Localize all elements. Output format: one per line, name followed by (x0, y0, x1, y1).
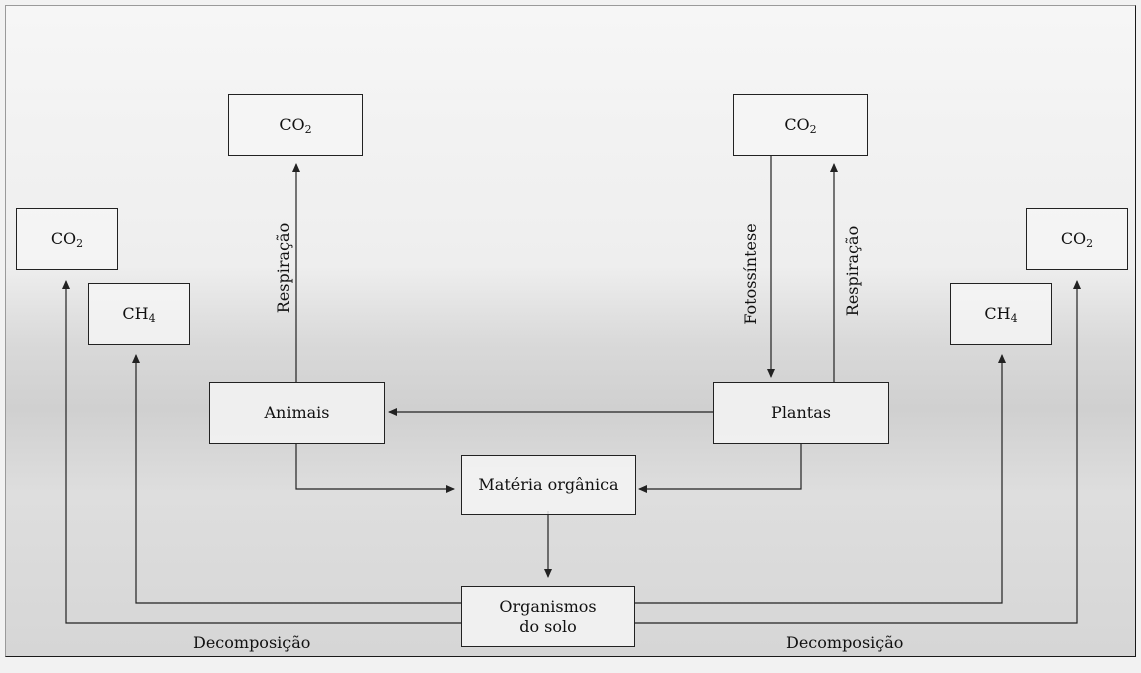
arrow-decomp-ch4-left (132, 354, 461, 604)
co2-right-box: CO2 (1026, 208, 1128, 270)
label-respiracao-plant: Respiração (843, 225, 862, 317)
co2-plant-text: CO2 (784, 115, 817, 136)
arrow-decomp-ch4-right (635, 354, 1006, 604)
label-decomposicao-right: Decomposição (786, 633, 904, 652)
ch4-right-text: CH4 (984, 304, 1018, 325)
organismos-do-solo-text: Organismos do solo (499, 596, 597, 636)
connector-layer (62, 156, 1081, 624)
co2-animal-box: CO2 (228, 94, 363, 156)
arrow-decomp-co2-right (635, 280, 1081, 624)
plantas-text: Plantas (771, 403, 831, 422)
arrow-decomp-co2-left (62, 280, 461, 624)
plantas-box: Plantas (713, 382, 889, 444)
arrow-plantas-materia (638, 443, 802, 493)
label-decomposicao-left: Decomposição (193, 633, 311, 652)
co2-animal-text: CO2 (279, 115, 312, 136)
co2-left-box: CO2 (16, 208, 118, 270)
arrow-animais-materia (295, 443, 455, 493)
label-respiracao-animal: Respiração (274, 222, 293, 314)
organismos-do-solo-box: Organismos do solo (461, 586, 635, 647)
materia-organica-box: Matéria orgânica (461, 455, 636, 515)
co2-left-text: CO2 (50, 229, 84, 250)
ch4-left-box: CH4 (88, 283, 190, 345)
co2-plant-box: CO2 (733, 94, 868, 156)
diagram-frame: CO2 CO2 CO2 CO2 CH4 CH4 Animais Plantas … (5, 5, 1136, 657)
animais-text: Animais (264, 403, 330, 422)
label-fotossintese: Fotossíntese (741, 223, 760, 325)
ch4-left-text: CH4 (122, 304, 156, 325)
materia-organica-text: Matéria orgânica (478, 475, 619, 494)
animais-box: Animais (209, 382, 385, 444)
ch4-right-box: CH4 (950, 283, 1052, 345)
co2-right-text: CO2 (1060, 229, 1094, 250)
